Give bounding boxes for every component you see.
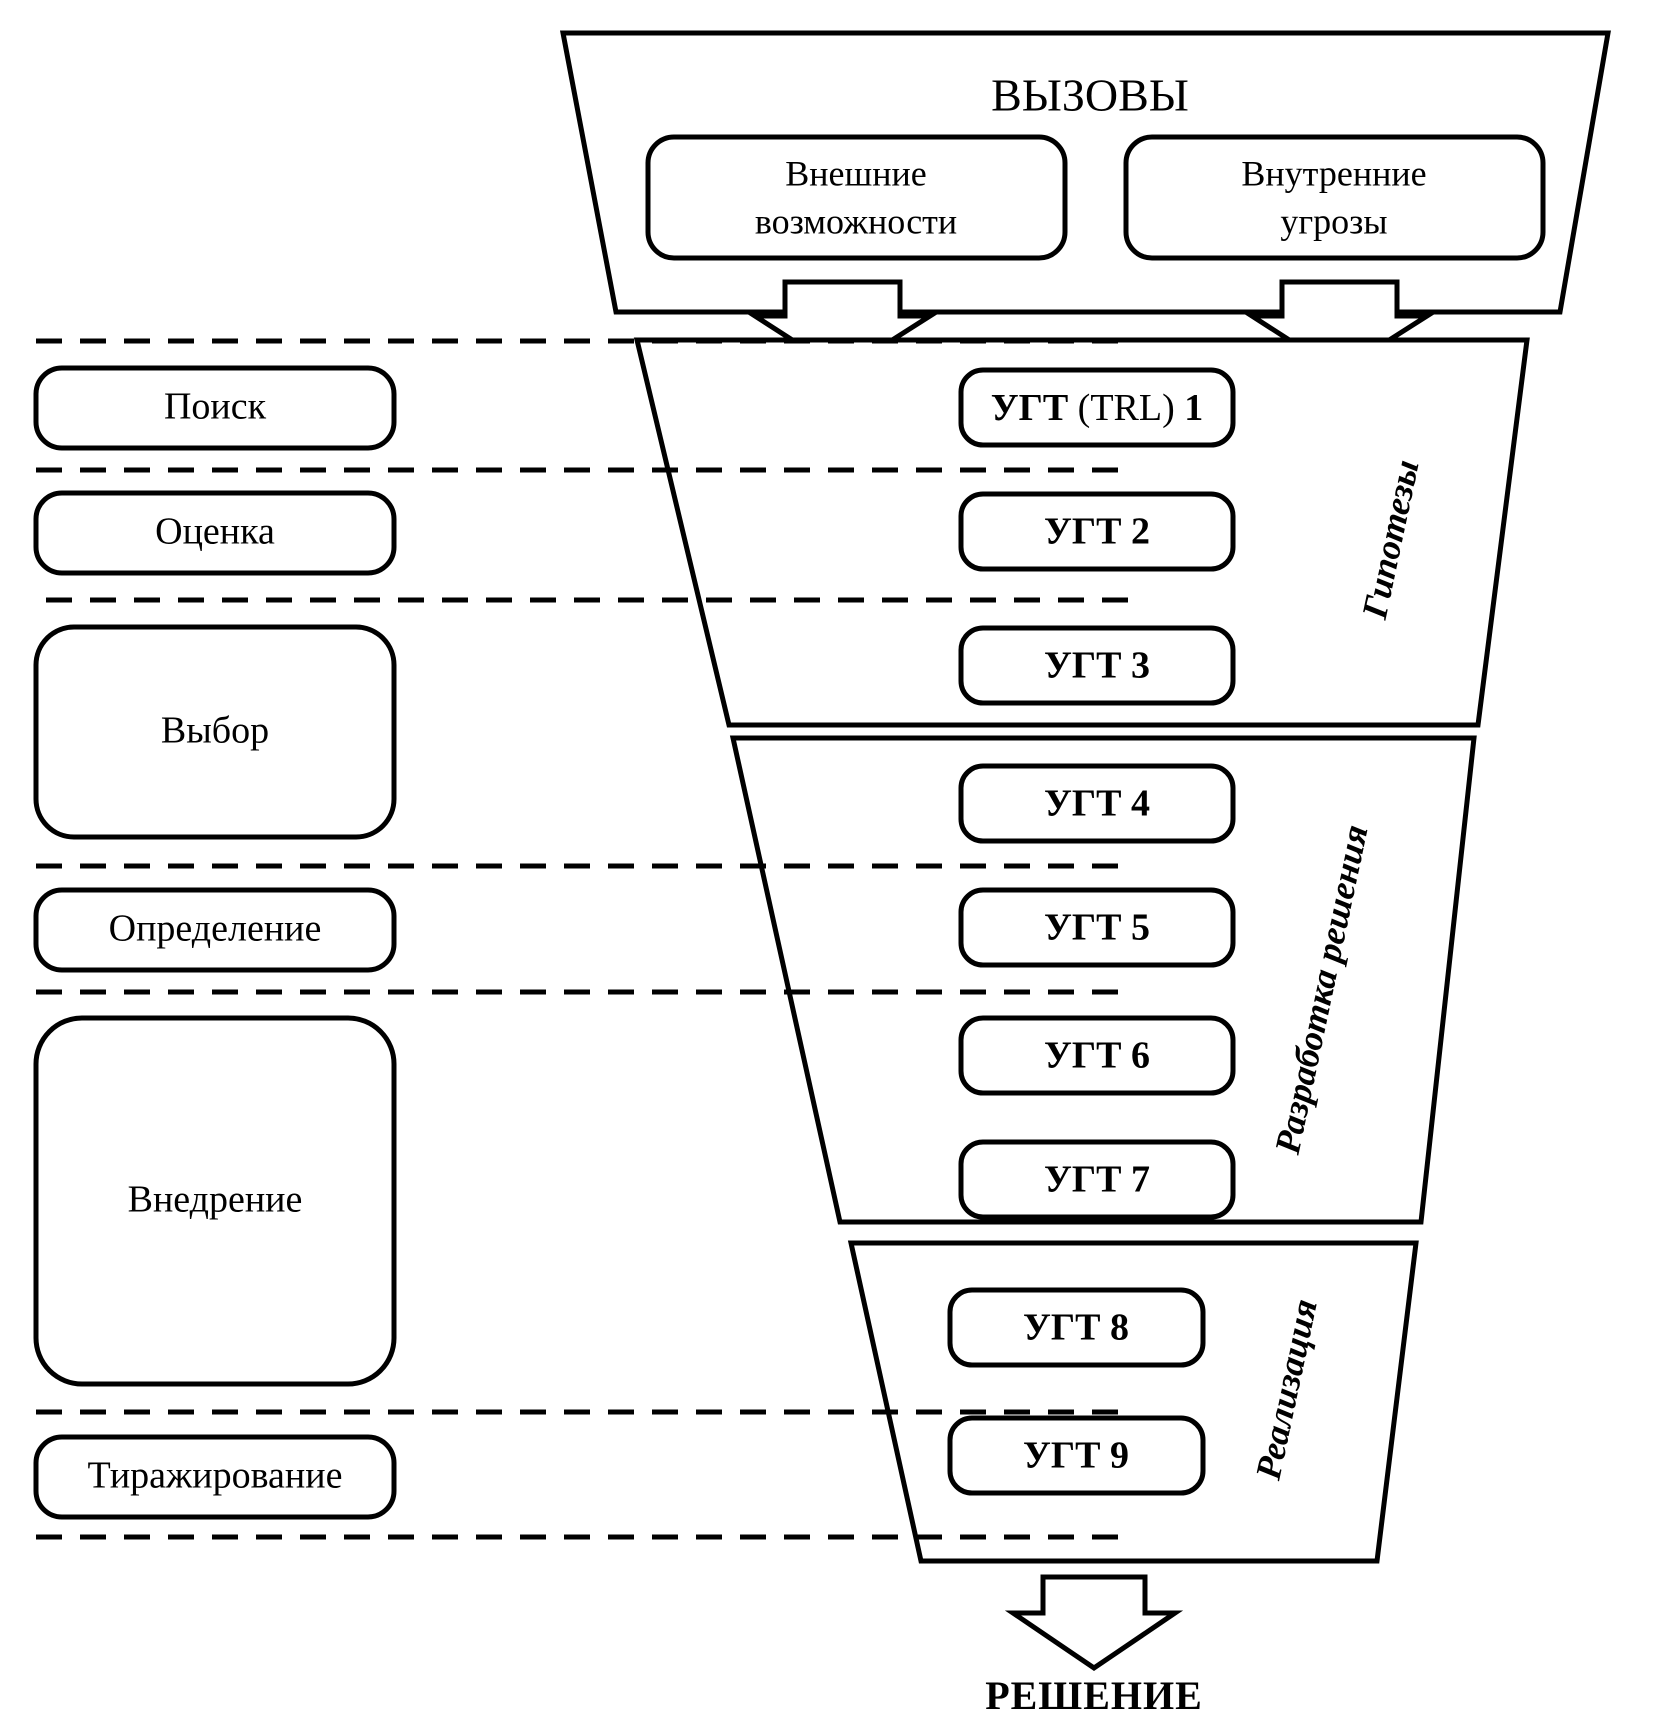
stage-label-deployment: Внедрение	[128, 1179, 303, 1221]
trl-label-trl2: УГТ 2	[1044, 511, 1150, 553]
stage-label-definition: Определение	[109, 908, 322, 950]
funnel-section-solution-development	[729, 735, 1477, 1225]
trl-box-trl2[interactable]	[958, 491, 1236, 572]
trl-box-trl3[interactable]	[958, 625, 1236, 706]
trl-label-trl8: УГТ 8	[1023, 1307, 1129, 1349]
stage-box-replication[interactable]	[33, 1434, 397, 1520]
stage-label-search: Поиск	[164, 386, 267, 428]
challenge-internal-line1: Внутренние	[1241, 153, 1426, 193]
trl-box-trl4[interactable]	[958, 763, 1236, 844]
trl-box-trl6[interactable]	[958, 1015, 1236, 1096]
trl-label-trl1-sub: (TRL)	[1068, 387, 1184, 429]
trl-label-trl7: УГТ 7	[1044, 1159, 1150, 1201]
arrow-down-decision	[1004, 1574, 1184, 1672]
stage-box-deployment[interactable]	[33, 1015, 397, 1387]
stage-box-definition[interactable]	[33, 887, 397, 973]
diagram-title: ВЫЗОВЫ	[991, 70, 1189, 121]
challenge-external-line1: Внешние	[785, 153, 927, 193]
stage-box-choice[interactable]	[33, 624, 397, 840]
challenge-internal-line2: угрозы	[1280, 201, 1387, 241]
trl-label-trl1-num: 1	[1184, 387, 1203, 429]
trl-label-trl1: УГТ (TRL) 1	[991, 387, 1204, 429]
challenge-box-external[interactable]	[645, 134, 1068, 261]
challenge-external-line2: возможности	[755, 201, 957, 241]
trl-label-trl4: УГТ 4	[1044, 783, 1150, 825]
trl-box-trl5[interactable]	[958, 887, 1236, 968]
trl-label-trl5: УГТ 5	[1044, 907, 1150, 949]
stage-label-choice: Выбор	[161, 710, 269, 752]
trl-label-trl9: УГТ 9	[1023, 1435, 1129, 1477]
outcome-label: РЕШЕНИЕ	[985, 1673, 1203, 1718]
stage-box-assessment[interactable]	[33, 490, 397, 576]
stage-label-assessment: Оценка	[155, 511, 275, 553]
challenge-box-internal[interactable]	[1123, 134, 1546, 261]
trl-box-trl8[interactable]	[947, 1287, 1206, 1368]
stage-box-search[interactable]	[33, 365, 397, 451]
trl-box-trl7[interactable]	[958, 1139, 1236, 1220]
trl-label-trl6: УГТ 6	[1044, 1035, 1150, 1077]
trl-box-trl9[interactable]	[947, 1415, 1206, 1496]
trl-label-trl1-main: УГТ	[991, 387, 1068, 429]
stage-label-replication: Тиражирование	[88, 1455, 343, 1497]
trl-label-trl3: УГТ 3	[1044, 645, 1150, 687]
trl-box-trl1[interactable]	[958, 367, 1236, 448]
